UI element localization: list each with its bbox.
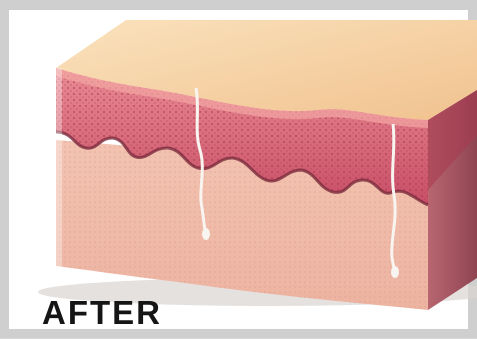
skin-cross-section-illustration: [18, 20, 477, 339]
hair-follicle-left: [202, 228, 210, 240]
hair-follicle-right: [391, 266, 399, 278]
after-caption: AFTER: [42, 296, 162, 329]
